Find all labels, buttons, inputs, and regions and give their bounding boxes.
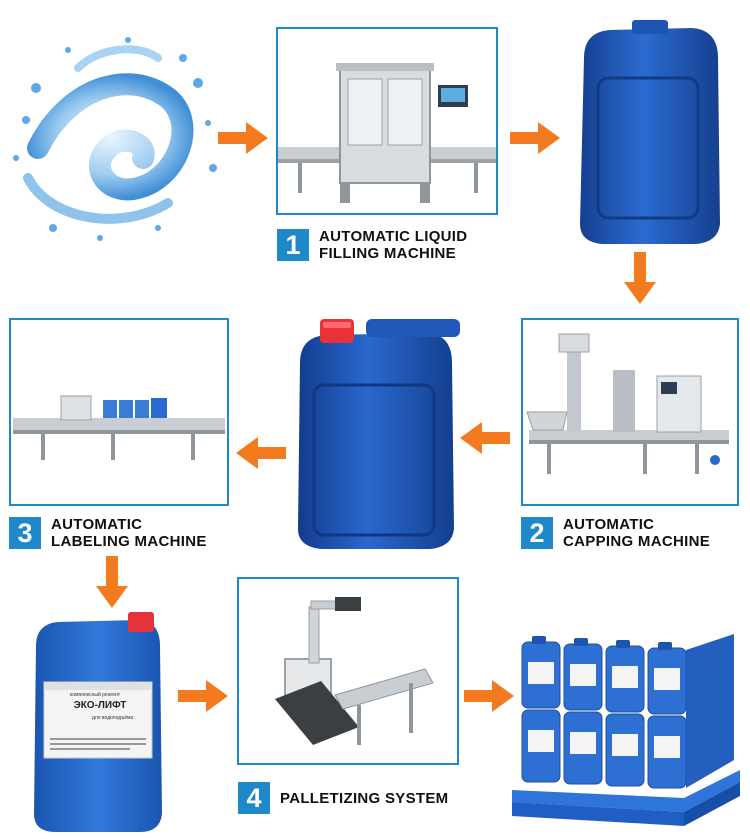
capped-canister-image — [292, 315, 460, 551]
palletizing-robot-image — [237, 577, 459, 765]
canister-image — [572, 18, 726, 246]
step-title: PALLETIZING SYSTEM — [280, 789, 449, 807]
step-3-label: 3 AUTOMATIC LABELING MACHINE — [9, 516, 207, 550]
water-splash-icon — [8, 28, 220, 246]
arrow-down-icon — [96, 556, 128, 608]
step-title: AUTOMATIC CAPPING MACHINE — [563, 516, 711, 550]
arrow-left-icon — [460, 422, 510, 454]
product-label-line3: для водоподъёма — [92, 715, 134, 721]
step-title: AUTOMATIC LABELING MACHINE — [51, 516, 207, 550]
step-4-label: 4 PALLETIZING SYSTEM — [238, 782, 448, 814]
arrow-down-icon — [624, 252, 656, 304]
arrow-left-icon — [236, 437, 286, 469]
product-label-line1: комплексный реагент — [70, 692, 121, 698]
filling-machine-image — [276, 27, 498, 215]
step-2-label: 2 AUTOMATIC CAPPING MACHINE — [521, 516, 710, 550]
arrow-right-icon — [218, 122, 268, 154]
arrow-right-icon — [178, 680, 228, 712]
step-number: 4 — [238, 782, 270, 814]
labeling-machine-image — [9, 318, 229, 506]
arrow-right-icon — [464, 680, 514, 712]
labeled-canister-image: комплексный реагент ЭКО-ЛИФТ для водопод… — [30, 612, 166, 834]
capping-machine-image — [521, 318, 739, 506]
arrow-right-icon — [510, 122, 560, 154]
step-number: 2 — [521, 517, 553, 549]
step-title: AUTOMATIC LIQUID FILLING MACHINE — [319, 228, 468, 262]
pallet-stack-image — [508, 630, 744, 828]
step-1-label: 1 AUTOMATIC LIQUID FILLING MACHINE — [277, 228, 467, 262]
step-number: 3 — [9, 517, 41, 549]
step-number: 1 — [277, 229, 309, 261]
product-label-name: ЭКО-ЛИФТ — [73, 700, 127, 711]
